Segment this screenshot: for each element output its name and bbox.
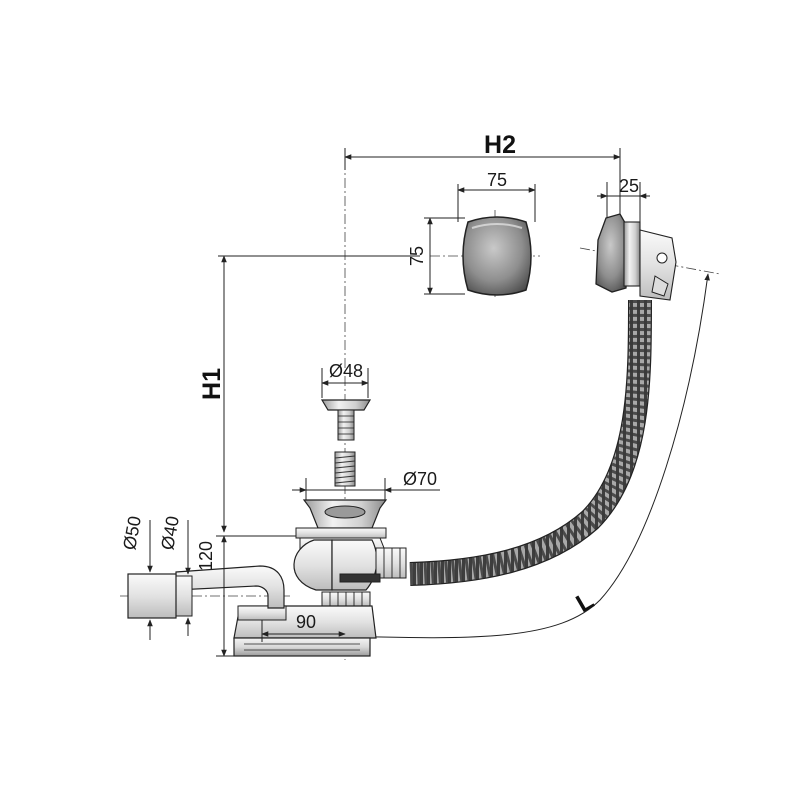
trap-bottom (233, 637, 371, 657)
trap-nut-ribs (329, 592, 363, 606)
overflow-cap-side (595, 213, 629, 293)
overflow-cap-icon (462, 216, 532, 296)
h2-dimension: H2 (344, 131, 621, 215)
outlet-pipe (127, 573, 177, 619)
waste-link-rod (339, 573, 381, 583)
plug-head-icon (320, 399, 372, 411)
plug-stem-thread (338, 415, 354, 435)
cap-width-label: 75 (487, 170, 507, 190)
overflow-flange (623, 221, 641, 287)
h1-label: H1 (198, 368, 226, 400)
outlet-elbow (175, 565, 285, 609)
l-dimension: L (339, 273, 710, 639)
overflow-depth-label: 25 (619, 176, 639, 196)
waste-bowl (293, 539, 333, 591)
corrugated-hose (409, 299, 652, 586)
waste-diameter-label: Ø70 (403, 469, 437, 489)
overflow-screw-icon (656, 252, 668, 264)
waste-nut (295, 527, 387, 539)
hose-connector (375, 547, 407, 579)
trap-height-label: 120 (196, 541, 216, 571)
trap-offset-label: 90 (296, 612, 316, 632)
hose-outline (409, 299, 652, 586)
waste-body: Ø70 (292, 469, 440, 591)
plug-stem (337, 409, 355, 441)
cap-highlight (471, 223, 523, 229)
h1-dimension: H1 (198, 255, 420, 533)
hose-ribs (409, 299, 651, 585)
outlet-d50-label: Ø50 (119, 514, 145, 551)
h2-label: H2 (484, 131, 516, 159)
plug-diameter-label: Ø48 (329, 361, 363, 381)
trap-bottom-ribs (244, 643, 360, 651)
hose-ribbing (409, 299, 651, 585)
overflow-body (639, 229, 677, 301)
hose-connector-ribs (383, 548, 401, 578)
waste-grate (324, 505, 366, 519)
outlet-collar (173, 575, 193, 617)
outlet-d40-label: Ø40 (157, 514, 183, 551)
overflow-cap-front-view: 75 75 (407, 170, 536, 296)
overflow-clip (651, 275, 669, 297)
l-label: L (571, 586, 598, 618)
trap-assembly (127, 565, 377, 657)
threaded-rod-thread (334, 455, 356, 484)
plug-assembly: Ø48 (320, 361, 372, 487)
overflow-unit-side-view: 25 (595, 176, 677, 301)
l-dim-arc (339, 273, 710, 639)
